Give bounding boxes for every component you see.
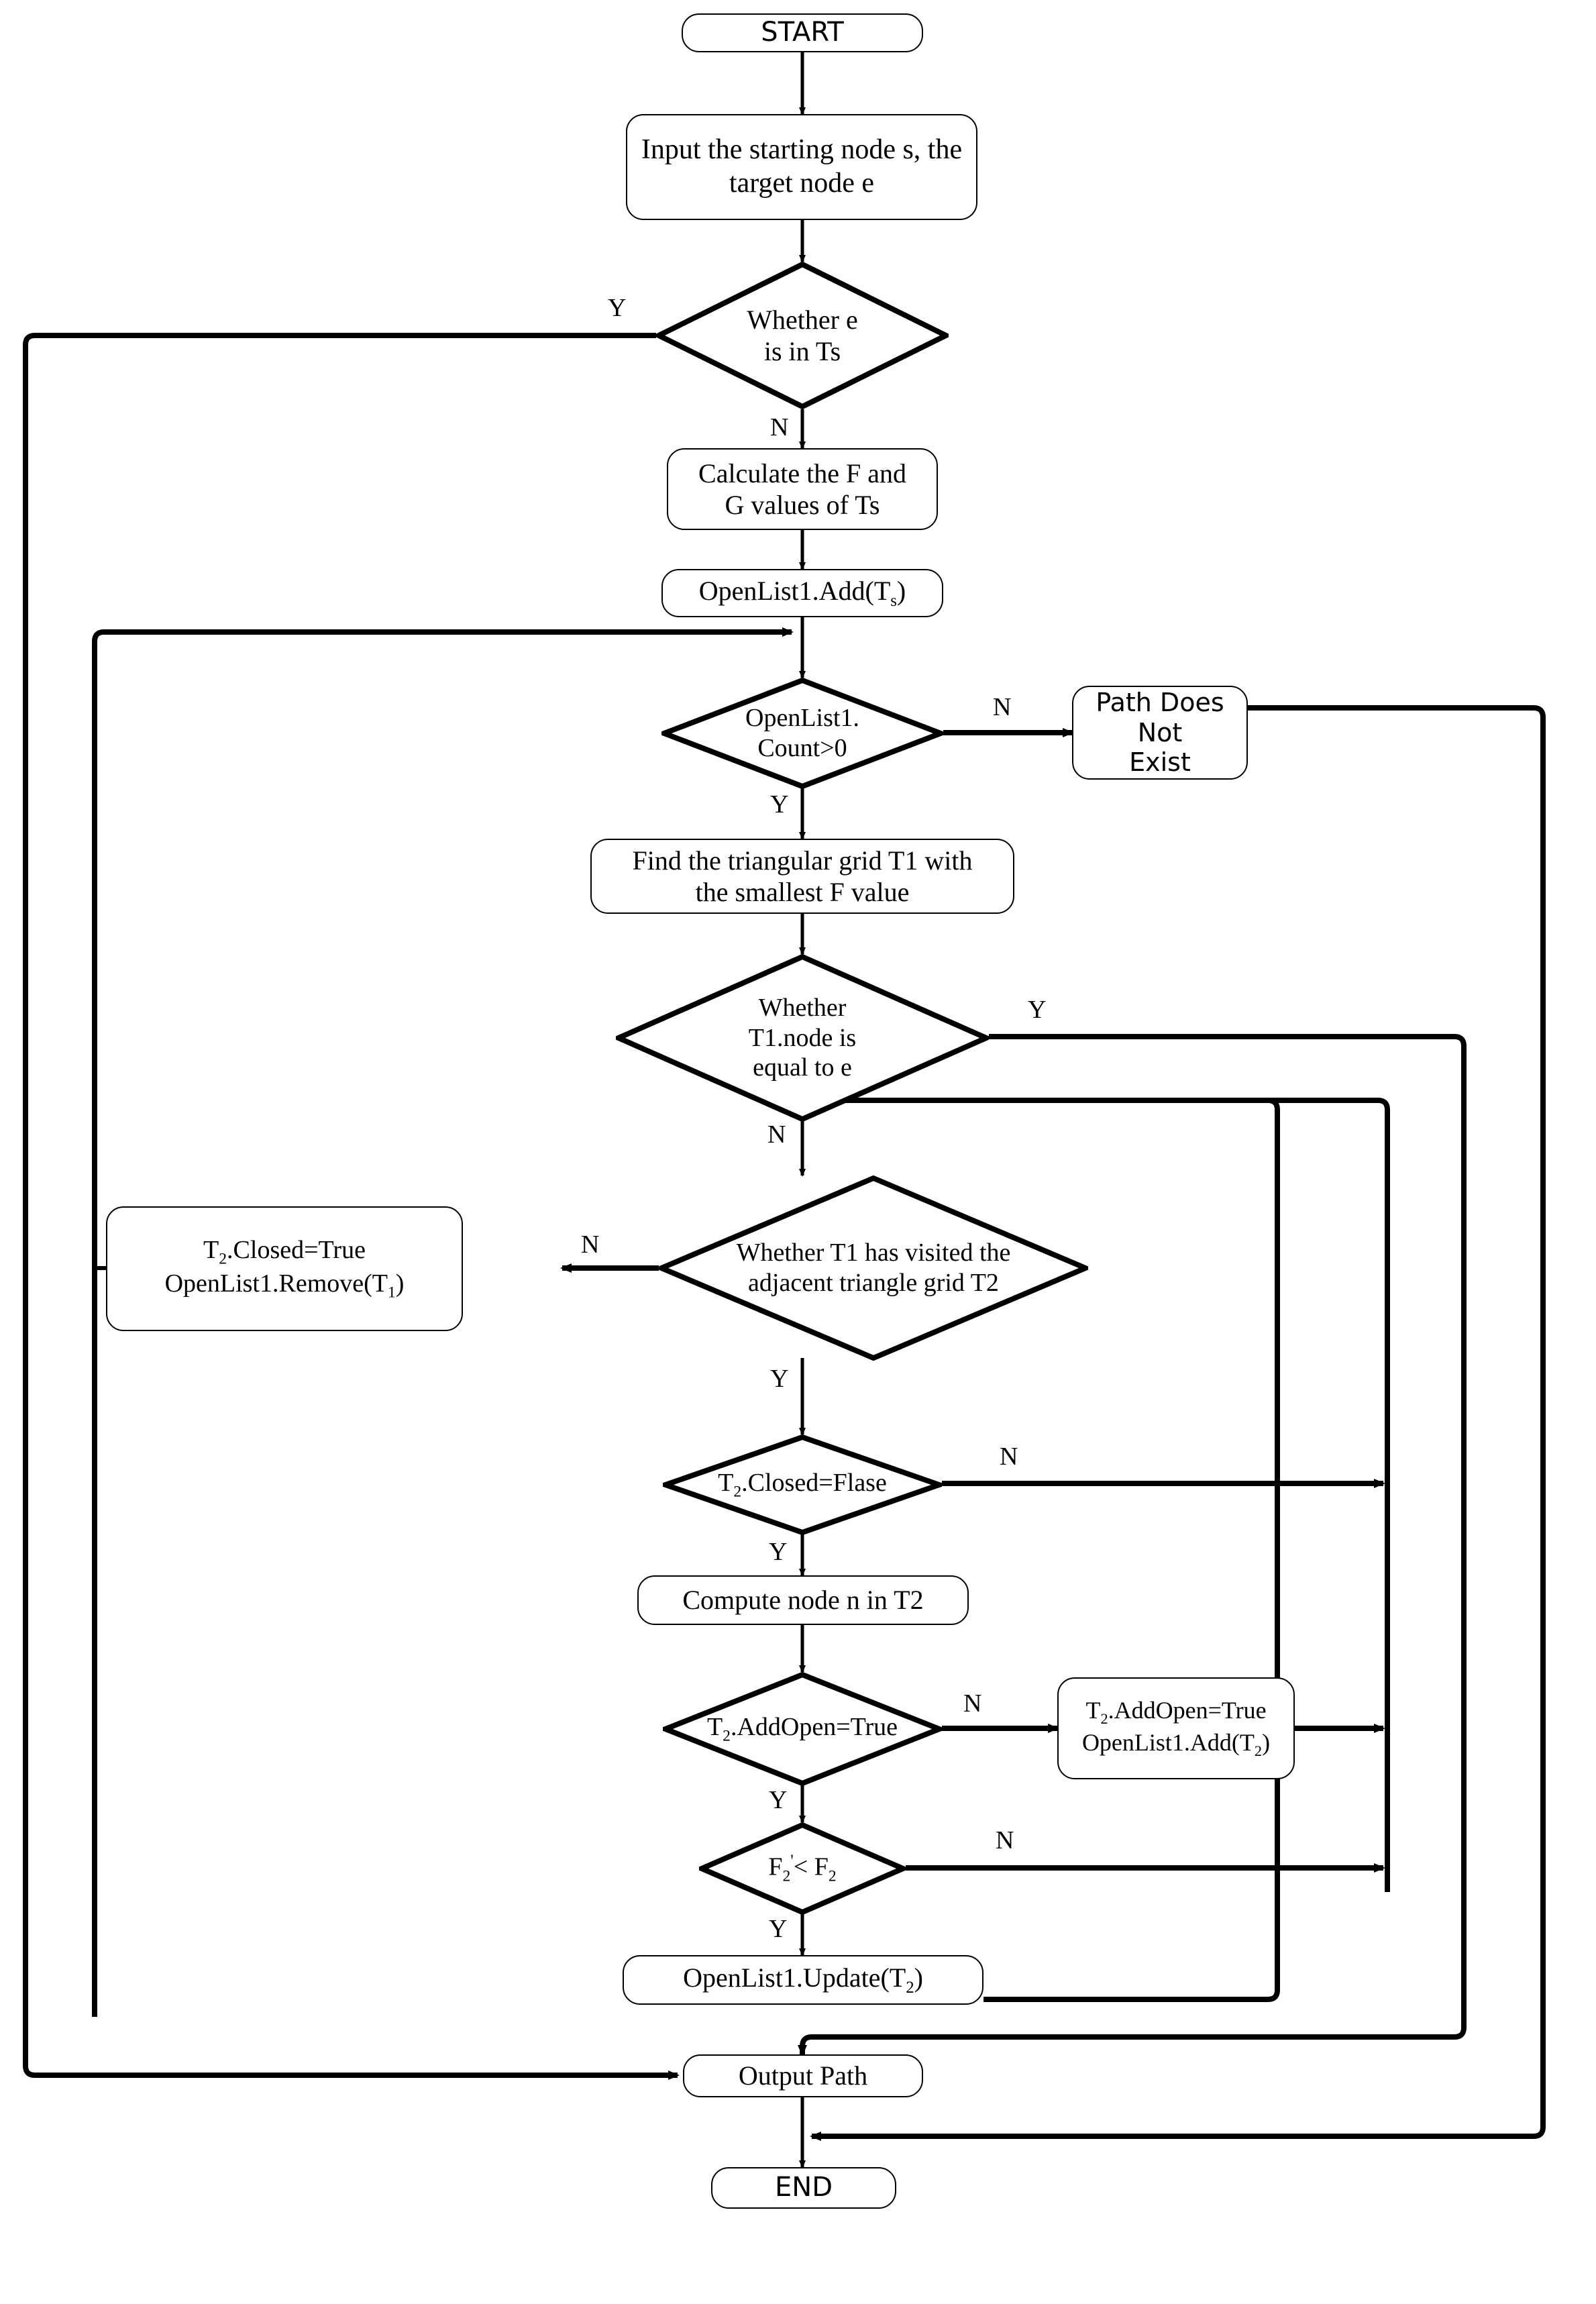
edge-label-addopen-no: N <box>963 1689 982 1718</box>
node-path-does-not-exist-label: Path Does Not Exist <box>1096 687 1224 778</box>
edge-label-visited-yes: Y <box>770 1365 789 1393</box>
node-find-t1[interactable]: Find the triangular grid T1 with the sma… <box>590 839 1014 914</box>
node-output-path[interactable]: Output Path <box>683 2054 923 2097</box>
edge-label-addopen-yes: Y <box>769 1786 788 1814</box>
decision-t1node-line3: equal to e <box>753 1053 852 1082</box>
node-find-t1-label: Find the triangular grid T1 with the sma… <box>632 845 973 907</box>
node-compute-node-n-label: Compute node n in T2 <box>682 1585 924 1616</box>
decision-t1-visited-t2-shape <box>654 1175 1093 1361</box>
node-t2-closed-line2: OpenList1.Remove(T1) <box>164 1269 405 1302</box>
node-calculate-fg-label: Calculate the F and G values of Ts <box>698 458 906 520</box>
node-t2-closed-line1: T2.Closed=True <box>203 1235 366 1268</box>
edge-label-e-in-ts-yes: Y <box>608 294 627 322</box>
decision-f2prime-lt-f2-shape <box>694 1822 910 1916</box>
decision-openlist-count-shape <box>656 677 949 790</box>
node-compute-node-n[interactable]: Compute node n in T2 <box>637 1575 969 1625</box>
node-end-label: END <box>775 2172 833 2203</box>
node-openlist-update-t2-label: OpenList1.Update(T2) <box>683 1962 923 1997</box>
node-openlist-add-ts-label: OpenList1.Add(Ts) <box>698 576 906 611</box>
edge-label-t1node-yes: Y <box>1028 996 1047 1024</box>
decision-openlist-count-line2: Count>0 <box>757 734 847 762</box>
edge-label-count-no: N <box>993 693 1012 721</box>
decision-t2-addopen-label: T2.AddOpen=True <box>706 1712 898 1745</box>
node-addopen-line2: OpenList1.Add(T2) <box>1081 1729 1271 1760</box>
node-end[interactable]: END <box>711 2167 896 2209</box>
edge-label-t2closed-yes: Y <box>769 1538 788 1566</box>
node-input-nodes-label: Input the starting node s, the target no… <box>641 134 963 199</box>
edge-label-count-yes: Y <box>770 790 789 819</box>
node-openlist-update-t2[interactable]: OpenList1.Update(T2) <box>623 1955 983 2005</box>
edge-label-t2closed-no: N <box>1000 1443 1018 1471</box>
edge-label-visited-no: N <box>581 1230 600 1259</box>
decision-e-in-ts-shape <box>652 261 953 410</box>
decision-openlist-count[interactable]: OpenList1. Count>0 <box>656 677 949 790</box>
edge-label-f2-no: N <box>996 1826 1014 1854</box>
decision-e-in-ts[interactable]: Whether e is in Ts <box>652 261 953 410</box>
node-addopen-true-add-t2[interactable]: T2.AddOpen=True OpenList1.Add(T2) <box>1057 1677 1295 1779</box>
decision-t1-visited-t2[interactable]: Whether T1 has visited the adjacent tria… <box>654 1175 1093 1361</box>
decision-t2-closed-false-shape <box>657 1434 948 1536</box>
node-input-nodes[interactable]: Input the starting node s, the target no… <box>626 114 977 220</box>
decision-f2prime-label: F2'< F2 <box>768 1851 837 1885</box>
decision-t2-addopen-shape <box>658 1671 947 1787</box>
decision-t1node-line1: Whether <box>758 993 847 1022</box>
edge-label-f2-yes: Y <box>769 1915 788 1943</box>
node-openlist-add-ts[interactable]: OpenList1.Add(Ts) <box>661 569 943 617</box>
decision-t1-visited-line1: Whether T1 has visited the <box>736 1239 1011 1267</box>
node-calculate-fg[interactable]: Calculate the F and G values of Ts <box>667 448 938 530</box>
node-path-does-not-exist[interactable]: Path Does Not Exist <box>1072 686 1248 780</box>
decision-e-in-ts-line2: is in Ts <box>763 336 841 366</box>
node-t2-closed-remove-t1[interactable]: T2.Closed=True OpenList1.Remove(T1) <box>106 1206 463 1331</box>
node-addopen-line1: T2.AddOpen=True <box>1085 1697 1267 1728</box>
node-start[interactable]: START <box>682 13 923 52</box>
decision-e-in-ts-line1: Whether e <box>747 304 858 335</box>
decision-t1node-line2: T1.node is <box>748 1023 857 1052</box>
decision-f2prime-lt-f2[interactable]: F2'< F2 <box>694 1822 910 1916</box>
decision-t2-addopen[interactable]: T2.AddOpen=True <box>658 1671 947 1787</box>
node-start-label: START <box>761 17 844 48</box>
decision-t2-closed-false-label: T2.Closed=Flase <box>718 1468 887 1501</box>
decision-t1-visited-line2: adjacent triangle grid T2 <box>748 1269 999 1297</box>
decision-t1node-equals-e-shape <box>612 953 993 1122</box>
decision-openlist-count-line1: OpenList1. <box>745 704 859 733</box>
edge-label-t1node-no: N <box>767 1120 786 1149</box>
edge-label-e-in-ts-no: N <box>770 413 789 441</box>
decision-t1node-equals-e[interactable]: Whether T1.node is equal to e <box>612 953 993 1122</box>
node-output-path-label: Output Path <box>738 2060 868 2091</box>
decision-t2-closed-false[interactable]: T2.Closed=Flase <box>657 1434 948 1536</box>
